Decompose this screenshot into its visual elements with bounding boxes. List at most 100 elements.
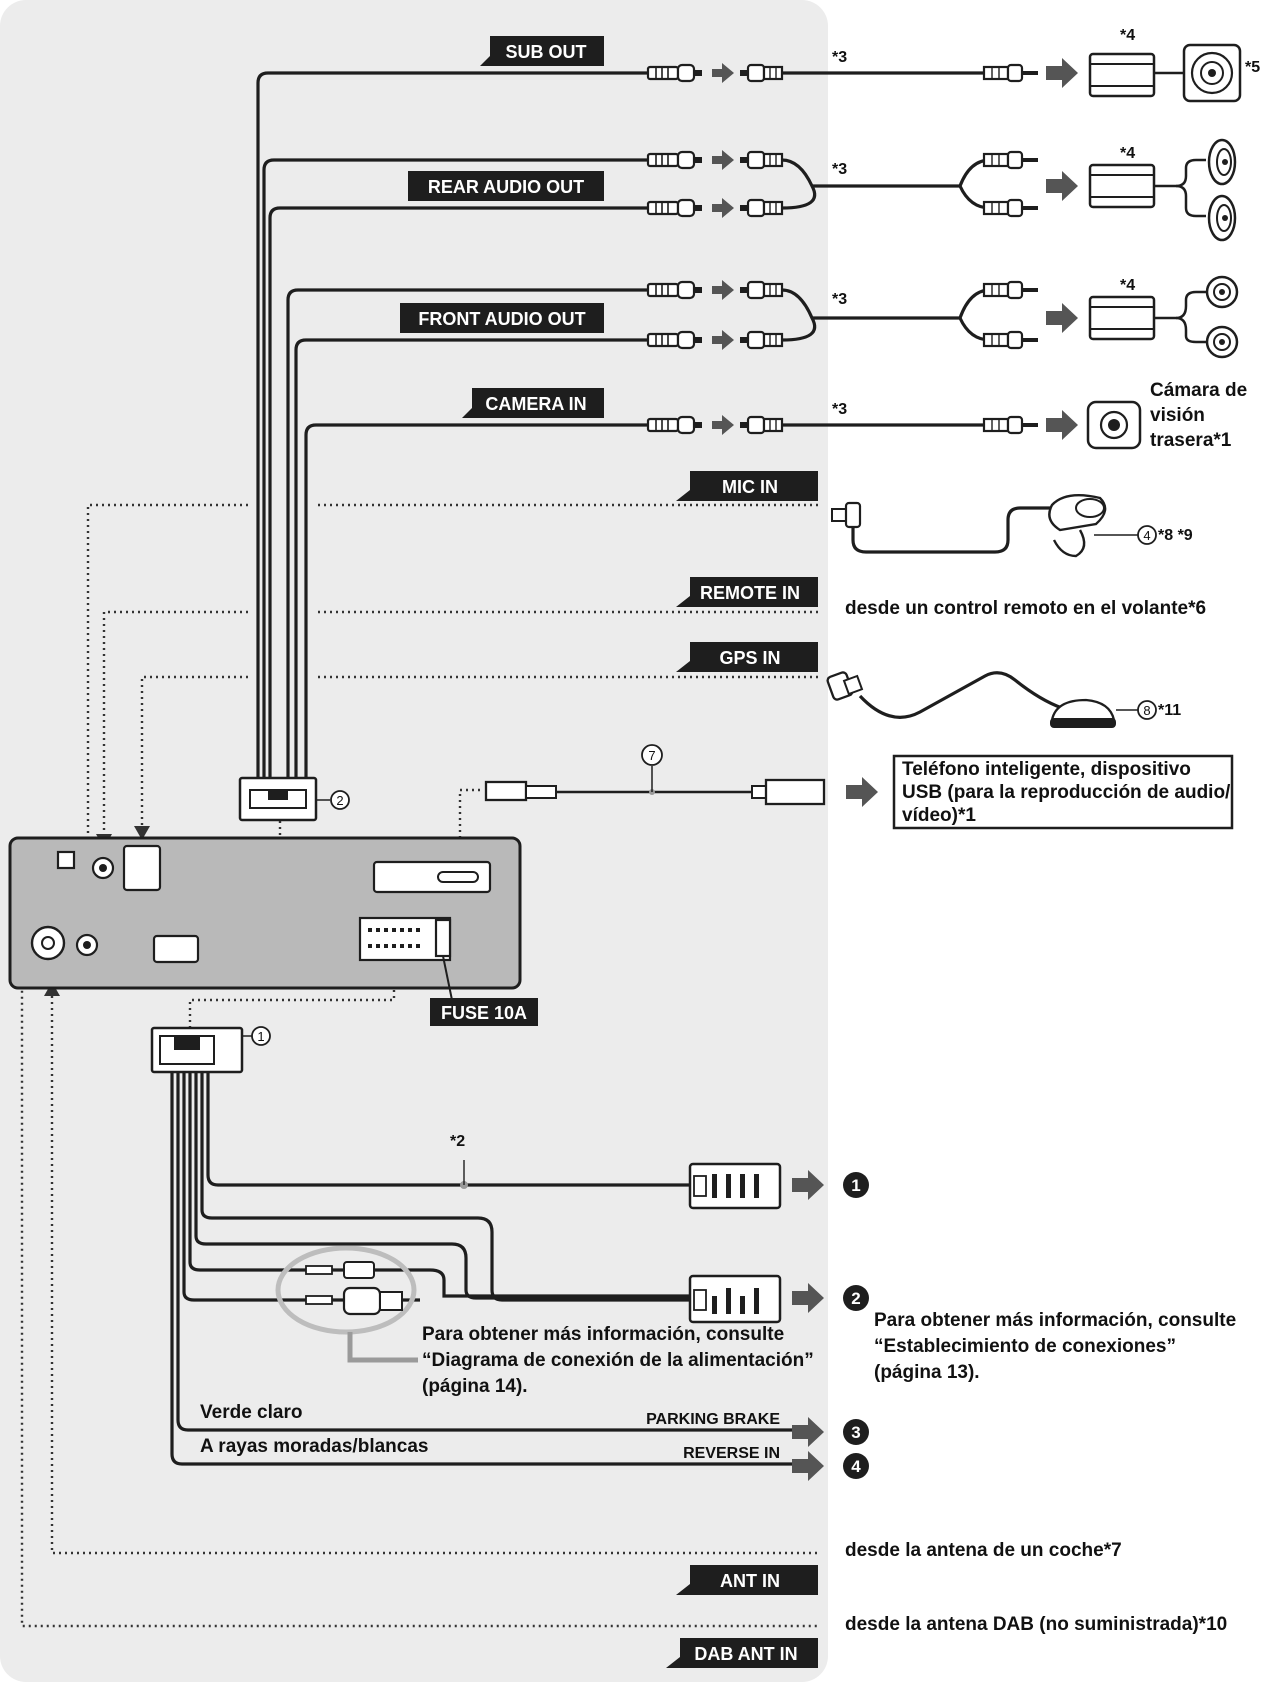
dab-jack xyxy=(56,850,76,870)
power-detail-oval xyxy=(275,1245,418,1363)
badge-1-num: 1 xyxy=(851,1176,860,1195)
power-info-2: “Diagrama de conexión de la alimentación… xyxy=(422,1350,814,1371)
tag-dab-ant-in: DAB ANT IN xyxy=(666,1638,818,1668)
badge-2-num: 2 xyxy=(851,1289,860,1308)
tag-ant-in: ANT IN xyxy=(676,1565,818,1595)
tag-gps-in: GPS IN xyxy=(676,642,818,672)
remote-description: desde un control remoto en el volante*6 xyxy=(845,598,1206,619)
tag-fuse: FUSE 10A xyxy=(430,998,538,1026)
dab-description: desde la antena DAB (no suministrada)*10 xyxy=(845,1614,1227,1635)
svg-text:FUSE 10A: FUSE 10A xyxy=(441,1003,527,1023)
tag-mic-in: MIC IN xyxy=(676,471,818,501)
output-connector-2: 2 xyxy=(688,1274,869,1324)
svg-text:MIC IN: MIC IN xyxy=(722,477,778,497)
speaker-icon xyxy=(1205,275,1239,309)
part-num-7: 7 xyxy=(648,748,655,763)
badge-4 xyxy=(843,1453,869,1479)
badge-3 xyxy=(843,1419,869,1445)
gps-note: *11 xyxy=(1158,702,1181,719)
gps-antenna-icon xyxy=(1050,698,1116,728)
rear-output-port xyxy=(152,934,200,964)
note-2: *2 xyxy=(450,1133,465,1150)
tag-sub-out: SUB OUT xyxy=(480,36,604,66)
rear-audio-out-row: *3 *4 xyxy=(646,138,1237,242)
sub-out-row: *3 *4 *5 xyxy=(646,27,1260,103)
conn-info-3: (página 13). xyxy=(874,1362,980,1383)
dot-arrow-gps xyxy=(134,826,150,840)
power-harness-connector: 1 xyxy=(150,1026,271,1074)
note-rear-4: *4 xyxy=(1120,145,1135,162)
part-circle-2 xyxy=(330,790,350,810)
gps-row: 8 *11 xyxy=(826,671,1181,728)
svg-text:SUB OUT: SUB OUT xyxy=(506,42,587,62)
power-info-1: Para obtener más información, consulte xyxy=(422,1324,784,1345)
microphone-row: 4 *8 *9 xyxy=(831,494,1193,558)
usb-device-box xyxy=(892,754,1234,830)
badge-2 xyxy=(843,1285,869,1311)
usb-cable-row: 7 Teléfono inteligente, dispositivo USB … xyxy=(484,744,1234,830)
badge-1 xyxy=(843,1172,869,1198)
note-camera-3: *3 xyxy=(832,401,847,418)
parking-brake-label: PARKING BRAKE xyxy=(646,1411,780,1428)
badge-3-num: 3 xyxy=(851,1423,860,1442)
speaker-icon xyxy=(1207,138,1237,186)
part-circle-7 xyxy=(641,744,663,766)
part-num-4: 4 xyxy=(1143,528,1150,543)
badge-4-num: 4 xyxy=(851,1457,861,1476)
note-sub-4: *4 xyxy=(1120,27,1135,44)
note-sub-3: *3 xyxy=(832,49,847,66)
svg-text:DAB ANT IN: DAB ANT IN xyxy=(694,1644,797,1664)
speaker-icon xyxy=(1205,325,1239,359)
microphone-icon xyxy=(1048,494,1107,558)
svg-text:ANT IN: ANT IN xyxy=(720,1571,780,1591)
tag-rear-audio-out: REAR AUDIO OUT xyxy=(408,171,604,201)
power-harness-wires xyxy=(170,1072,800,1466)
rear-harness-wires xyxy=(256,71,650,785)
head-unit-rear xyxy=(8,836,522,1001)
camera-in-row: *3 Cámara de visión trasera*1 xyxy=(646,380,1247,451)
front-audio-out-row: *3 *4 xyxy=(646,275,1239,359)
camera-label-2: visión xyxy=(1150,405,1205,426)
camera-label-3: trasera*1 xyxy=(1150,430,1232,451)
part-num-2: 2 xyxy=(336,793,343,808)
speaker-icon xyxy=(1207,194,1237,242)
mic-plug-icon xyxy=(831,501,862,529)
part-circle-8 xyxy=(1137,700,1157,720)
amplifier-icon xyxy=(1088,52,1156,98)
mic-note: *8 *9 xyxy=(1158,527,1193,544)
usb-label-2: USB (para la reproducción de audio/ xyxy=(902,782,1231,803)
svg-text:FRONT AUDIO OUT: FRONT AUDIO OUT xyxy=(418,309,585,329)
usb-label-3: vídeo)*1 xyxy=(902,805,976,826)
gps-port xyxy=(122,844,162,892)
part-circle-4 xyxy=(1137,525,1157,545)
fuse xyxy=(434,918,452,958)
conn-info-2: “Establecimiento de conexiones” xyxy=(874,1336,1176,1357)
note-rear-3: *3 xyxy=(832,161,847,178)
part-num-1: 1 xyxy=(257,1029,264,1044)
tag-remote-in: REMOTE IN xyxy=(676,577,818,607)
svg-text:REAR AUDIO OUT: REAR AUDIO OUT xyxy=(428,177,584,197)
gps-plug-icon xyxy=(826,671,864,701)
svg-text:CAMERA IN: CAMERA IN xyxy=(485,394,586,414)
power-info-3: (página 14). xyxy=(422,1376,528,1397)
camera-label-1: Cámara de xyxy=(1150,380,1247,401)
tag-front-audio-out: FRONT AUDIO OUT xyxy=(400,303,604,333)
conn-info-1: Para obtener más información, consulte xyxy=(874,1310,1236,1331)
svg-text:GPS IN: GPS IN xyxy=(719,648,780,668)
usb-label-1: Teléfono inteligente, dispositivo xyxy=(902,759,1191,780)
subwoofer-icon xyxy=(1182,43,1242,103)
part-num-8: 8 xyxy=(1143,703,1150,718)
reverse-in-label: REVERSE IN xyxy=(683,1445,780,1462)
note-front-3: *3 xyxy=(832,291,847,308)
light-green-label: Verde claro xyxy=(200,1402,302,1423)
part-circle-1 xyxy=(251,1026,271,1046)
rear-harness-connector: 2 xyxy=(238,776,350,822)
svg-text:REMOTE IN: REMOTE IN xyxy=(700,583,800,603)
antenna-description: desde la antena de un coche*7 xyxy=(845,1540,1122,1561)
note-5: *5 xyxy=(1245,59,1260,76)
purple-white-label: A rayas moradas/blancas xyxy=(200,1436,428,1457)
tag-camera-in: CAMERA IN xyxy=(462,388,604,418)
rear-camera-icon xyxy=(1086,400,1142,450)
note-front-4: *4 xyxy=(1120,277,1135,294)
